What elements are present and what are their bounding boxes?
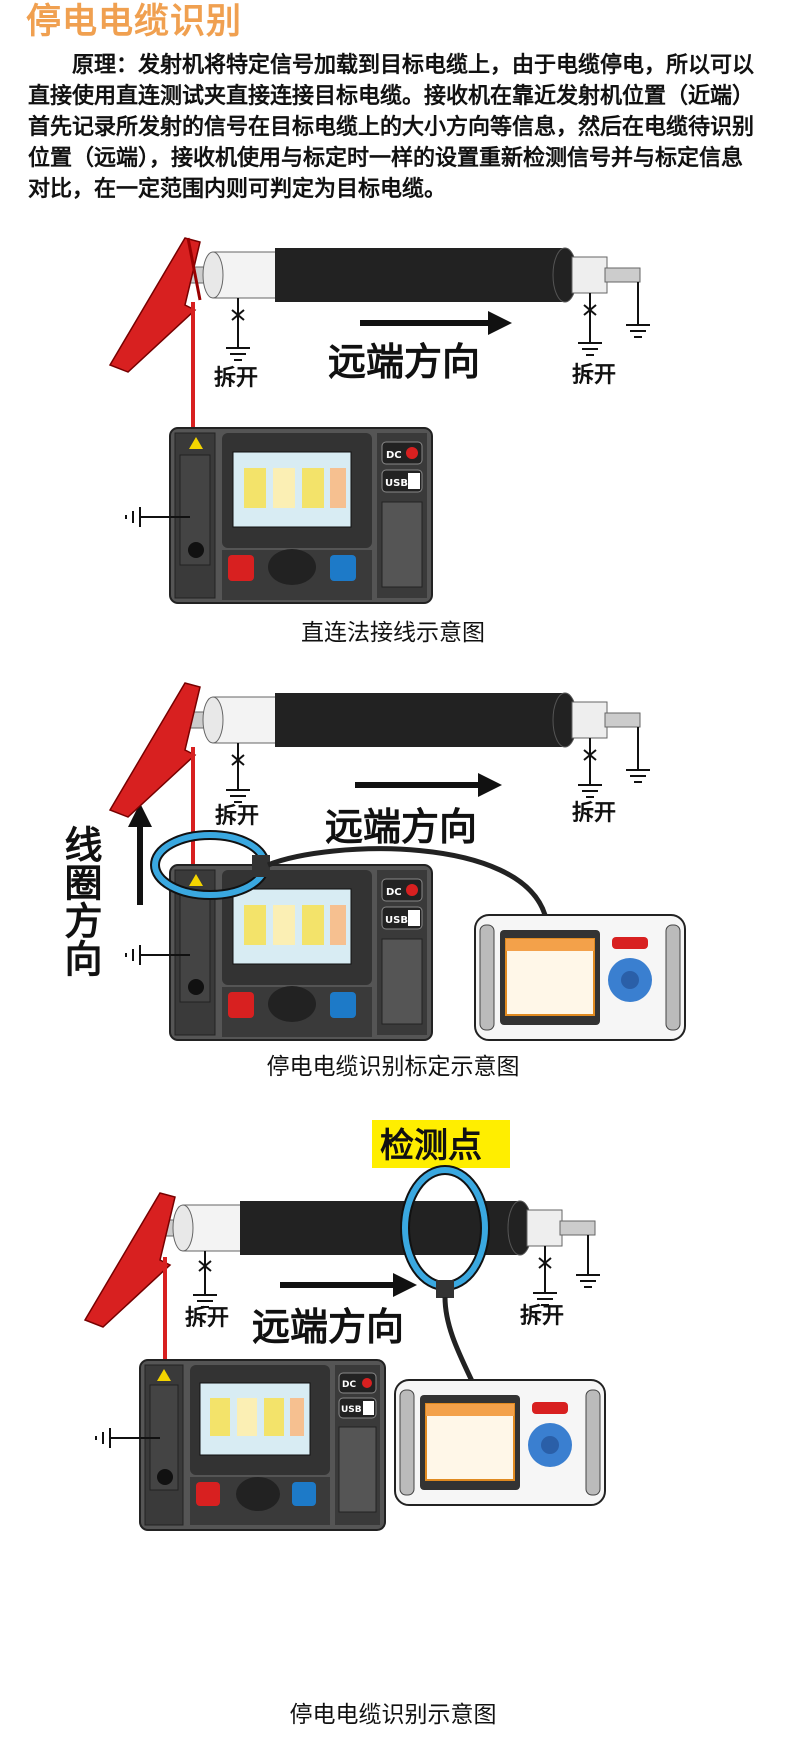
transmitter-device: DC USB xyxy=(169,427,433,604)
calibration-diagram: 拆开 拆开 远端方向 线圈方向 DC USB xyxy=(58,682,686,1041)
identification-diagram: 检测点 拆开 拆开 远端方向 xyxy=(83,1120,606,1531)
disconnect-label: 拆开 xyxy=(520,1304,564,1329)
disconnect-label: 拆开 xyxy=(572,801,616,826)
direction-arrow xyxy=(360,311,512,335)
direction-arrow xyxy=(355,773,502,797)
ground-symbol xyxy=(125,507,190,527)
ground-symbol xyxy=(193,1235,600,1308)
coil-direction-arrow xyxy=(128,803,152,905)
detection-point-highlight xyxy=(372,1120,510,1168)
disconnect-label: 拆开 xyxy=(215,804,259,829)
direct-connection-diagram: 拆开 拆开 远端方向 DC USB xyxy=(108,237,650,604)
ground-symbol xyxy=(95,1428,160,1448)
principle-paragraph: 原理：发射机将特定信号加载到目标电缆上，由于电缆停电，所以可以直接使用直连测试夹… xyxy=(28,53,755,202)
usb-port-label: USB xyxy=(341,1405,362,1415)
receiver-device xyxy=(394,1379,606,1506)
usb-port-label: USB xyxy=(385,478,408,489)
usb-port-label: USB xyxy=(385,915,408,926)
dc-port-label: DC xyxy=(386,887,402,898)
calibration-caption: 停电电缆识别标定示意图 xyxy=(266,1054,520,1080)
cable xyxy=(144,1200,596,1256)
disconnect-label: 拆开 xyxy=(185,1306,229,1331)
detection-point-label: 检测点 xyxy=(380,1126,482,1166)
far-end-direction-label: 远端方向 xyxy=(325,805,477,849)
current-coil xyxy=(150,830,548,916)
transmitter-device: DC USB xyxy=(169,864,433,1041)
disconnect-label: 拆开 xyxy=(214,366,258,391)
coil-direction-label: 线圈方向 xyxy=(58,825,102,977)
dc-port-label: DC xyxy=(386,450,402,461)
ground-symbol xyxy=(226,282,650,361)
direction-arrow xyxy=(280,1273,417,1297)
cable xyxy=(174,247,641,303)
page-title: 停电电缆识别 xyxy=(26,2,243,42)
direct-connection-caption: 直连法接线示意图 xyxy=(301,620,485,646)
cable xyxy=(174,692,641,748)
far-end-direction-label: 远端方向 xyxy=(328,340,480,384)
disconnect-label: 拆开 xyxy=(572,363,616,388)
dc-port-label: DC xyxy=(342,1380,356,1390)
far-end-direction-label: 远端方向 xyxy=(252,1305,404,1349)
identification-caption: 停电电缆识别示意图 xyxy=(289,1702,497,1728)
transmitter-device: DC USB xyxy=(139,1359,386,1531)
ground-symbol xyxy=(125,945,190,965)
receiver-device xyxy=(474,914,686,1041)
ground-symbol xyxy=(226,727,650,803)
